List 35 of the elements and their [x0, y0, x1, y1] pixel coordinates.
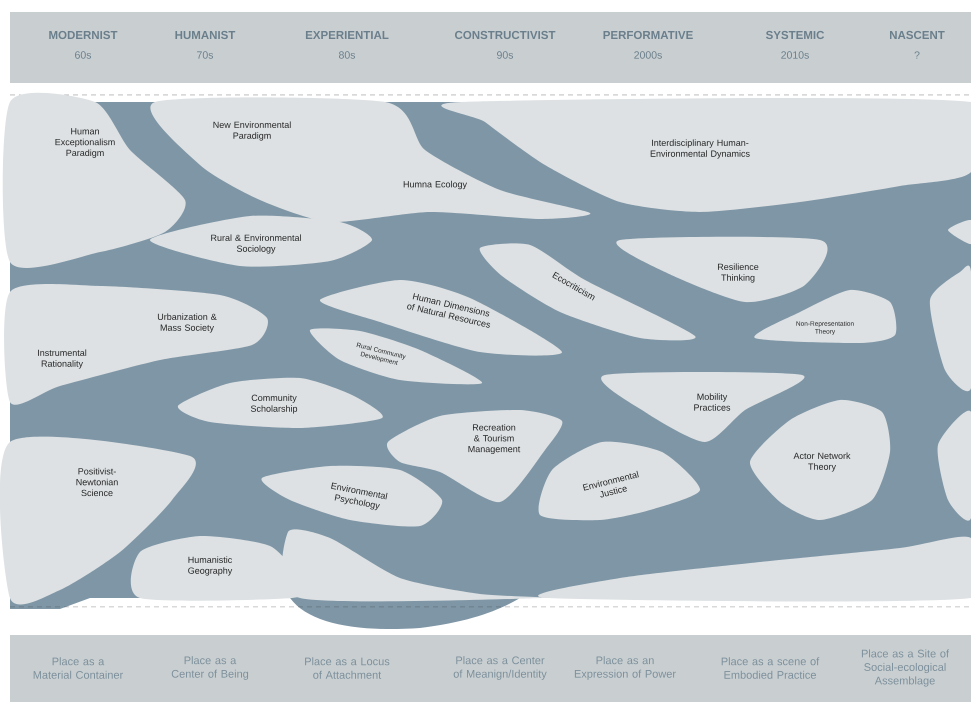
- place-concept: Place as a Material Container: [34, 657, 124, 679]
- decade: ?: [914, 51, 920, 59]
- island: Humanistic Geography: [130, 536, 305, 601]
- island: Recreation & Tourism Management: [386, 410, 562, 502]
- island: Actor Network Theory: [750, 400, 890, 520]
- place-concept: Place as a Center of Being: [172, 656, 248, 680]
- era-name: HUMANIST: [175, 30, 236, 40]
- decade: 60s: [75, 51, 92, 59]
- island: [538, 536, 971, 602]
- place-concept: Place as a Locus of Attachment: [305, 657, 390, 679]
- island: Resilience Thinking: [616, 236, 828, 302]
- era-name: NASCENT: [890, 30, 945, 40]
- island: New Environmental Paradigm Humna Ecology: [150, 97, 590, 222]
- decade: 80s: [339, 51, 356, 59]
- decade: 2010s: [781, 51, 809, 59]
- decade: 2000s: [634, 51, 662, 59]
- place-concept: Place as an Expression of Power: [574, 656, 676, 680]
- era-name: EXPERIENTIAL: [306, 31, 388, 39]
- era-name: MODERNIST: [49, 30, 118, 40]
- island: Human Exceptionalism Paradigm: [2, 92, 186, 268]
- decade: 90s: [497, 51, 514, 59]
- island: [938, 410, 971, 521]
- era-name: SYSTEMIC: [766, 30, 824, 40]
- island: Rural & Environmental Sociology: [150, 216, 372, 267]
- decade: 70s: [197, 51, 214, 59]
- node-label: New Environmental Paradigm: [213, 121, 291, 141]
- island: [930, 266, 971, 392]
- island: Community Scholarship: [178, 378, 383, 428]
- place-concept: Place as a Site of Social-ecological Assemblage: [862, 649, 950, 687]
- era-name: PERFORMATIVE: [604, 30, 693, 40]
- place-concept: Place as a Center of Meanign/Identity: [454, 656, 547, 680]
- place-concept: Place as a scene of Embodied Practice: [722, 657, 820, 679]
- island: [948, 220, 971, 244]
- island: Mobility Practices: [601, 372, 804, 442]
- era-name: CONSTRUCTIVIST: [455, 30, 556, 40]
